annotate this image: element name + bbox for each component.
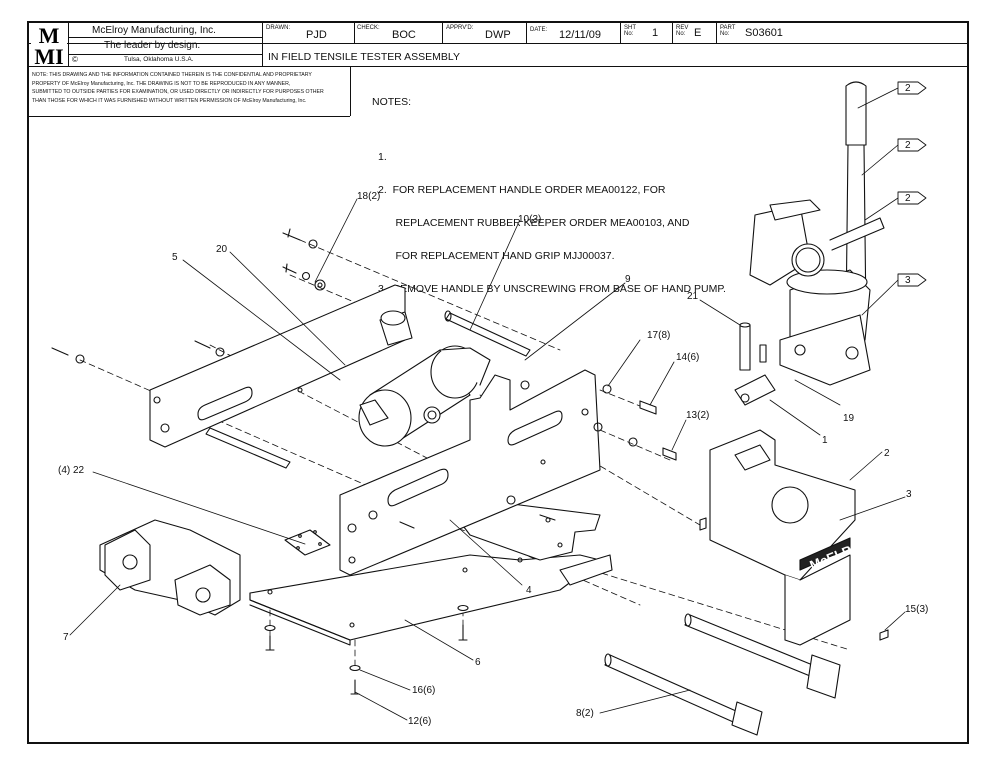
callout-19: 19 [843, 413, 855, 424]
flag-label: 3 [905, 275, 911, 286]
clevis-pin [734, 322, 776, 406]
note-item: 2. FOR REPLACEMENT HANDLE ORDER MEA00122… [378, 184, 666, 196]
notes-heading: NOTES: [372, 96, 412, 108]
rev-label: REV No: [676, 25, 689, 37]
part-value: S03601 [745, 27, 783, 39]
rev-value: E [694, 27, 702, 39]
drawing-title: IN FIELD TENSILE TESTER ASSEMBLY [268, 51, 460, 63]
sheet-label: SHT No: [624, 25, 636, 37]
callout-6: 6 [475, 657, 481, 668]
hand-pump [749, 81, 885, 386]
callout-12: 12(6) [408, 716, 431, 727]
drawn-value: PJD [306, 29, 327, 41]
flag-label: 2 [905, 193, 911, 204]
bracket-plate [284, 529, 331, 556]
apprvd-label: APPRV'D: [446, 25, 474, 31]
mmi-logo: M MI [31, 24, 67, 65]
hydraulic-cylinder [358, 345, 491, 447]
flag-label: 2 [905, 140, 911, 151]
callout-7: 7 [63, 632, 69, 643]
notes-block: NOTES: 1. 2. FOR REPLACEMENT HANDLE ORDE… [372, 75, 726, 328]
apprvd-value: DWP [485, 29, 511, 41]
callout-17: 17(8) [647, 330, 670, 341]
callout-15: 15(3) [905, 604, 928, 615]
pull-plate-assembly [99, 519, 241, 616]
flag-callouts [897, 81, 927, 287]
tagline: The leader by design. [104, 40, 201, 51]
note-item: FOR REPLACEMENT HAND GRIP MJJ00037. [378, 250, 615, 262]
rod-upper [444, 310, 531, 357]
leader-lines [69, 87, 906, 721]
callout-4: 4 [526, 585, 532, 596]
callout-2: 2 [884, 448, 890, 459]
drawn-label: DRAWN: [266, 25, 291, 31]
callout-18: 18(2) [357, 191, 380, 202]
drawing-border [27, 21, 969, 744]
date-label: DATE: [530, 27, 548, 33]
svg-text:MI: MI [34, 44, 63, 65]
callout-14: 14(6) [676, 352, 699, 363]
callout-1: 1 [822, 435, 828, 446]
callout-8: 8(2) [576, 708, 594, 719]
callout-16: 16(6) [412, 685, 435, 696]
callout-13: 13(2) [686, 410, 709, 421]
company-name: McElroy Manufacturing, Inc. [92, 25, 216, 36]
registered-mark-icon: © [72, 55, 78, 64]
check-label: CHECK: [357, 25, 380, 31]
date-value: 12/11/09 [559, 29, 602, 41]
spacer-block [379, 310, 413, 346]
flag-label: 2 [905, 83, 911, 94]
base-plate [249, 554, 613, 646]
check-value: BOC [392, 29, 416, 41]
note-item: 1. [378, 151, 387, 163]
callout-20: 20 [216, 244, 228, 255]
guard-housing [709, 429, 856, 646]
part-label: PART No: [720, 25, 736, 37]
sheet-value: 1 [652, 27, 659, 39]
callout-5: 5 [172, 252, 178, 263]
company-location: Tulsa, Oklahoma U.S.A. [124, 56, 194, 63]
callout-9: 9 [625, 274, 631, 285]
note-item: REPLACEMENT RUBBER KEEPER ORDER MEA00103… [378, 217, 690, 229]
callout-22: (4) 22 [58, 465, 85, 476]
callout-3: 3 [906, 489, 912, 500]
tensile-rods [604, 613, 841, 736]
confidential-note: NOTE: THIS DRAWING AND THE INFORMATION C… [32, 72, 324, 104]
callout-21: 21 [687, 291, 699, 302]
svg-text:M: M [39, 24, 60, 48]
rod-lower [205, 427, 291, 469]
callout-10: 10(3) [518, 214, 541, 225]
